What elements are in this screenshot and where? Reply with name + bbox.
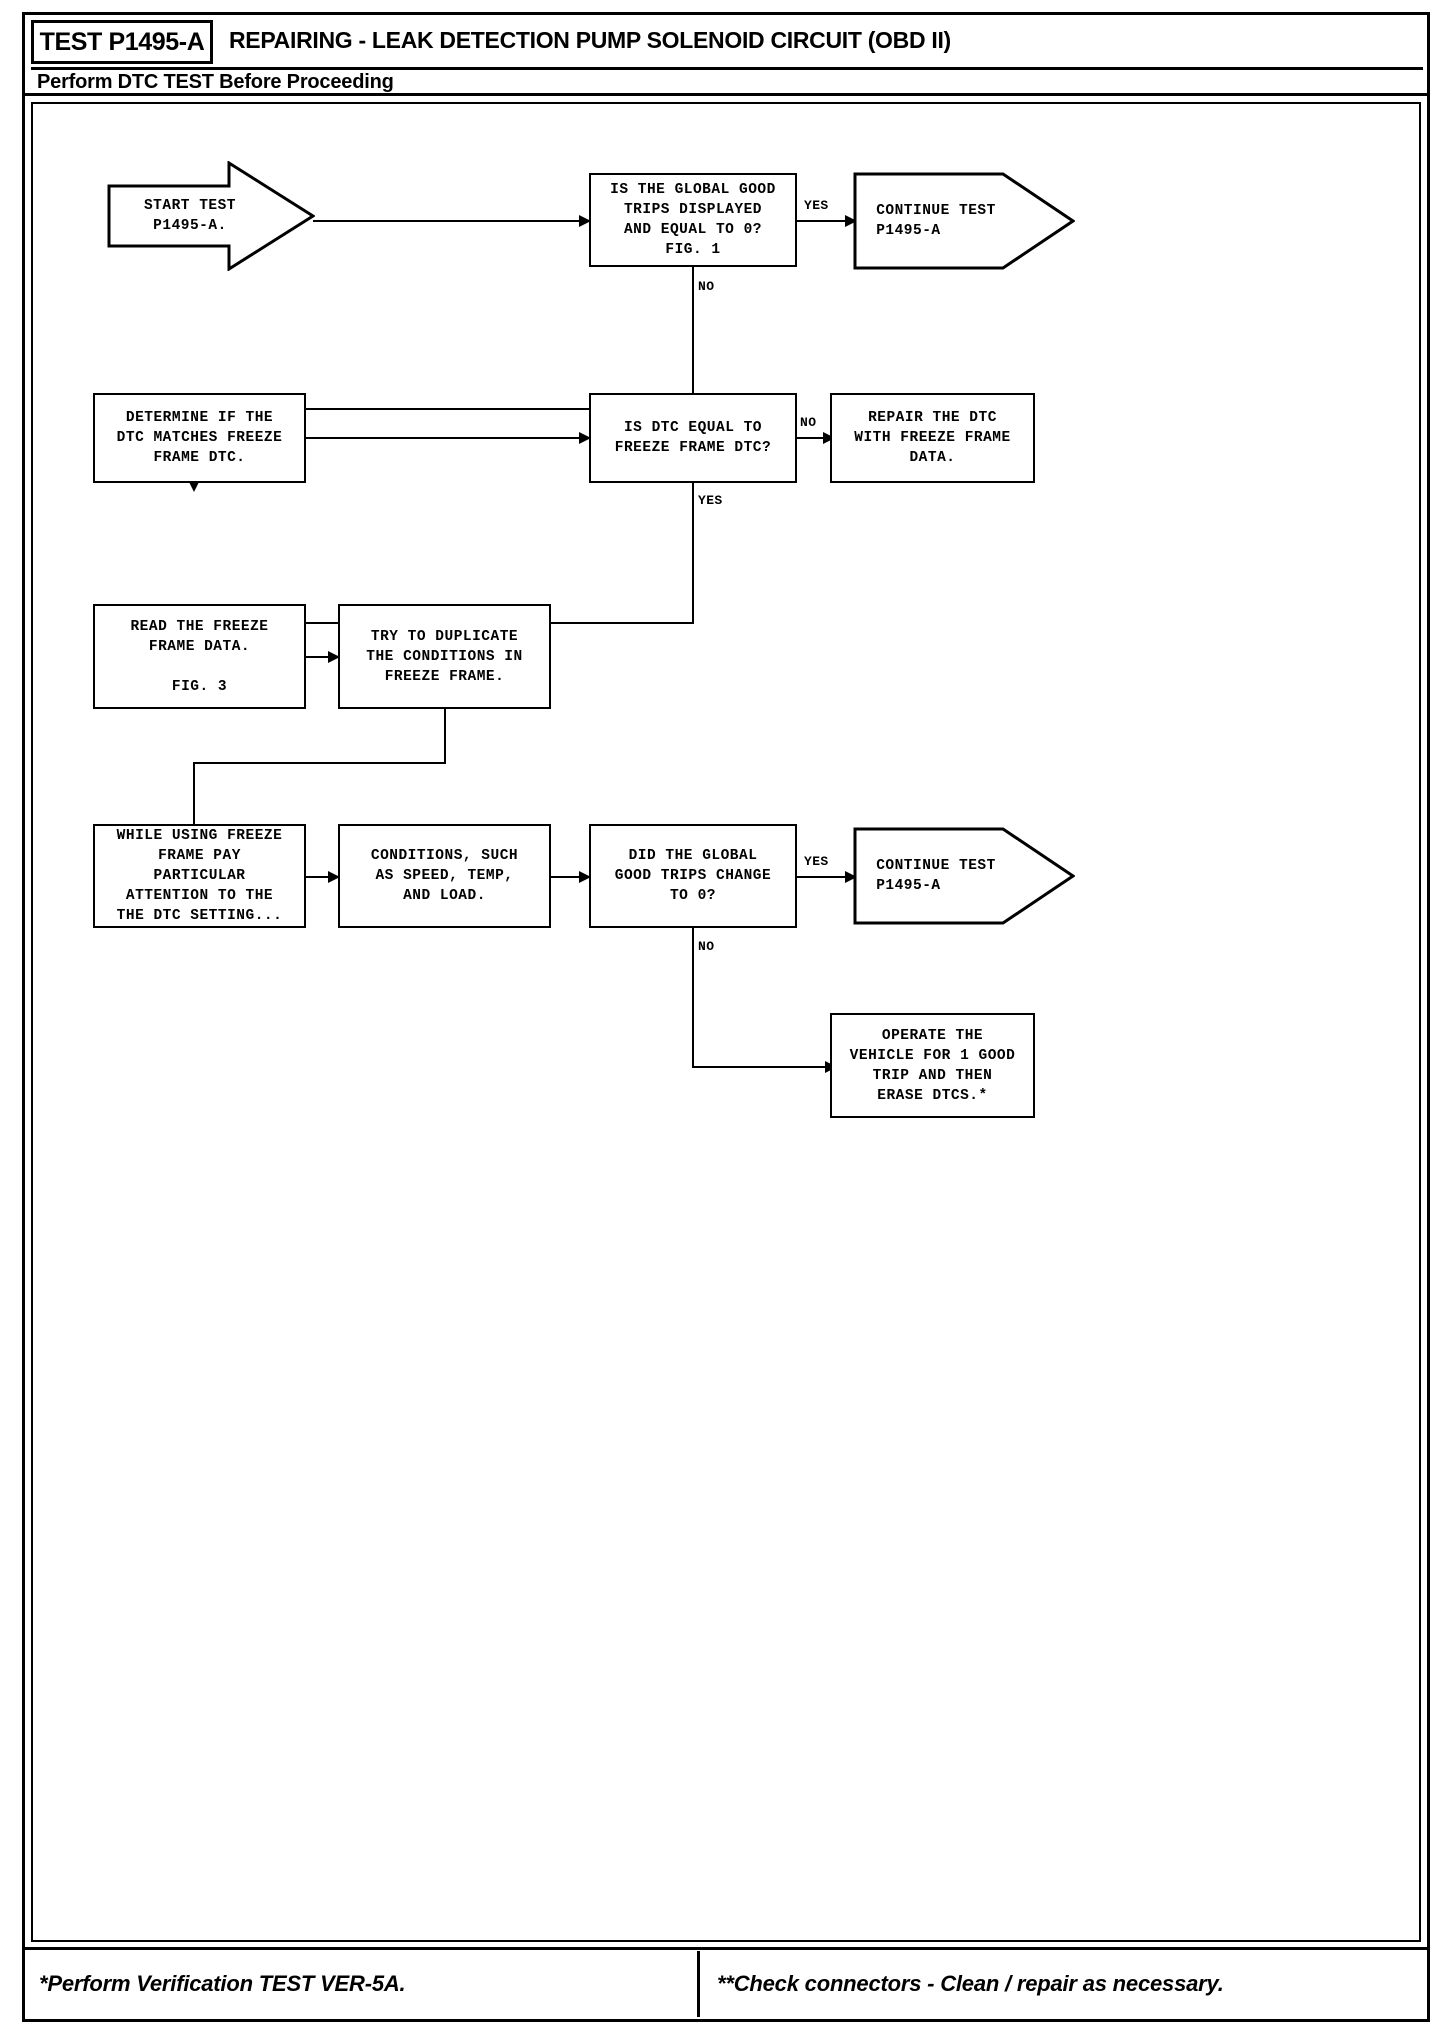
node-while-using-freeze-label: WHILE USING FREEZE FRAME PAY PARTICULAR …	[116, 828, 283, 924]
footer-divider-top	[25, 1947, 1427, 1950]
node-while-using-freeze: WHILE USING FREEZE FRAME PAY PARTICULAR …	[93, 824, 306, 928]
branch-label-yes-1: YES	[804, 198, 829, 213]
test-id-label: TEST P1495-A	[39, 27, 205, 56]
node-q-global-good-trips-label: IS THE GLOBAL GOOD TRIPS DISPLAYED AND E…	[610, 182, 776, 258]
node-q-dtc-equal-freeze-label: IS DTC EQUAL TO FREEZE FRAME DTC?	[614, 420, 772, 456]
node-q-dtc-equal-freeze: IS DTC EQUAL TO FREEZE FRAME DTC?	[589, 393, 797, 483]
branch-label-yes-3: YES	[804, 854, 829, 869]
arrowhead-while-to-conditions	[328, 871, 340, 883]
footer-right-note: **Check connectors - Clean / repair as n…	[717, 1971, 1224, 1996]
connector-q3-no-down	[692, 928, 694, 1068]
connector-q2-no	[797, 437, 835, 439]
connector-q3-no-right	[692, 1066, 837, 1068]
node-q-good-trips-change-label: DID THE GLOBAL GOOD TRIPS CHANGE TO 0?	[614, 848, 772, 904]
document-footer: *Perform Verification TEST VER-5A. **Che…	[25, 1947, 1427, 2019]
arrowhead-conditions-to-q3	[579, 871, 591, 883]
connector-q2-yes-down	[692, 483, 694, 624]
connector-q1-no-left	[193, 408, 694, 410]
node-read-freeze-frame-label: READ THE FREEZE FRAME DATA. FIG. 3	[130, 618, 269, 695]
branch-label-yes-2: YES	[698, 493, 723, 508]
connector-determine-to-q2	[306, 437, 581, 439]
page-frame: TEST P1495-A REPAIRING - LEAK DETECTION …	[22, 12, 1430, 2022]
test-id-box: TEST P1495-A	[31, 20, 213, 64]
connector-while-to-conditions	[306, 876, 338, 878]
node-operate-vehicle-label: OPERATE THE VEHICLE FOR 1 GOOD TRIP AND …	[849, 1027, 1016, 1104]
node-repair-dtc: REPAIR THE DTC WITH FREEZE FRAME DATA.	[830, 393, 1035, 483]
flowchart-canvas: START TEST P1495-A. IS THE GLOBAL GOOD T…	[25, 96, 1427, 1948]
branch-label-no-3: NO	[698, 939, 715, 954]
arrow-block-shape	[107, 161, 315, 271]
connector-q1-no-down	[692, 267, 694, 410]
connector-read-to-duplicate	[306, 656, 338, 658]
connector-start-to-q1	[313, 220, 581, 222]
node-continue-test-2: CONTINUE TEST P1495-A	[853, 821, 1075, 931]
connector-q3-yes	[797, 876, 857, 878]
arrowhead-read-to-duplicate	[328, 651, 340, 663]
connector-duplicate-left	[193, 762, 446, 764]
arrowhead-start-to-q1	[579, 215, 591, 227]
arrowhead-determine-to-q2	[579, 432, 591, 444]
document-header: TEST P1495-A REPAIRING - LEAK DETECTION …	[25, 15, 1427, 96]
node-determine-dtc-match-label: DETERMINE IF THE DTC MATCHES FREEZE FRAM…	[116, 410, 283, 466]
header-divider	[31, 67, 1423, 70]
connector-duplicate-down2	[193, 762, 195, 833]
node-repair-dtc-label: REPAIR THE DTC WITH FREEZE FRAME DATA.	[854, 410, 1011, 466]
footer-left-cell: *Perform Verification TEST VER-5A.	[39, 1961, 679, 2007]
arrow-block-shape	[853, 172, 1075, 270]
node-start-test-label: START TEST P1495-A.	[143, 198, 236, 234]
node-read-freeze-frame: READ THE FREEZE FRAME DATA. FIG. 3	[93, 604, 306, 709]
flowchart-border	[31, 102, 1421, 1942]
node-duplicate-conditions: TRY TO DUPLICATE THE CONDITIONS IN FREEZ…	[338, 604, 551, 709]
connector-q1-yes	[797, 220, 857, 222]
node-q-global-good-trips: IS THE GLOBAL GOOD TRIPS DISPLAYED AND E…	[589, 173, 797, 267]
footer-right-cell: **Check connectors - Clean / repair as n…	[717, 1961, 1417, 2007]
footer-left-note: *Perform Verification TEST VER-5A.	[39, 1971, 406, 1996]
connector-conditions-to-q3	[551, 876, 581, 878]
node-conditions-such-as-label: CONDITIONS, SUCH AS SPEED, TEMP, AND LOA…	[370, 848, 519, 904]
node-operate-vehicle: OPERATE THE VEHICLE FOR 1 GOOD TRIP AND …	[830, 1013, 1035, 1118]
page-title: REPAIRING - LEAK DETECTION PUMP SOLENOID…	[229, 27, 951, 53]
arrow-block-shape	[853, 827, 1075, 925]
node-continue-test-1-label: CONTINUE TEST P1495-A	[876, 203, 996, 239]
node-conditions-such-as: CONDITIONS, SUCH AS SPEED, TEMP, AND LOA…	[338, 824, 551, 928]
node-duplicate-conditions-label: TRY TO DUPLICATE THE CONDITIONS IN FREEZ…	[366, 628, 523, 685]
node-continue-test-1: CONTINUE TEST P1495-A	[853, 166, 1075, 276]
node-start-test: START TEST P1495-A.	[107, 161, 315, 271]
branch-label-no-1: NO	[698, 279, 715, 294]
node-determine-dtc-match: DETERMINE IF THE DTC MATCHES FREEZE FRAM…	[93, 393, 306, 483]
footer-divider-vertical	[697, 1951, 700, 2017]
branch-label-no-2: NO	[800, 415, 817, 430]
header-bottom-divider	[25, 93, 1427, 96]
node-q-good-trips-change: DID THE GLOBAL GOOD TRIPS CHANGE TO 0?	[589, 824, 797, 928]
node-continue-test-2-label: CONTINUE TEST P1495-A	[876, 858, 996, 894]
header-subtitle: Perform DTC TEST Before Proceeding	[37, 71, 394, 93]
connector-duplicate-down	[444, 709, 446, 764]
arrowhead-q1-no	[188, 480, 200, 492]
